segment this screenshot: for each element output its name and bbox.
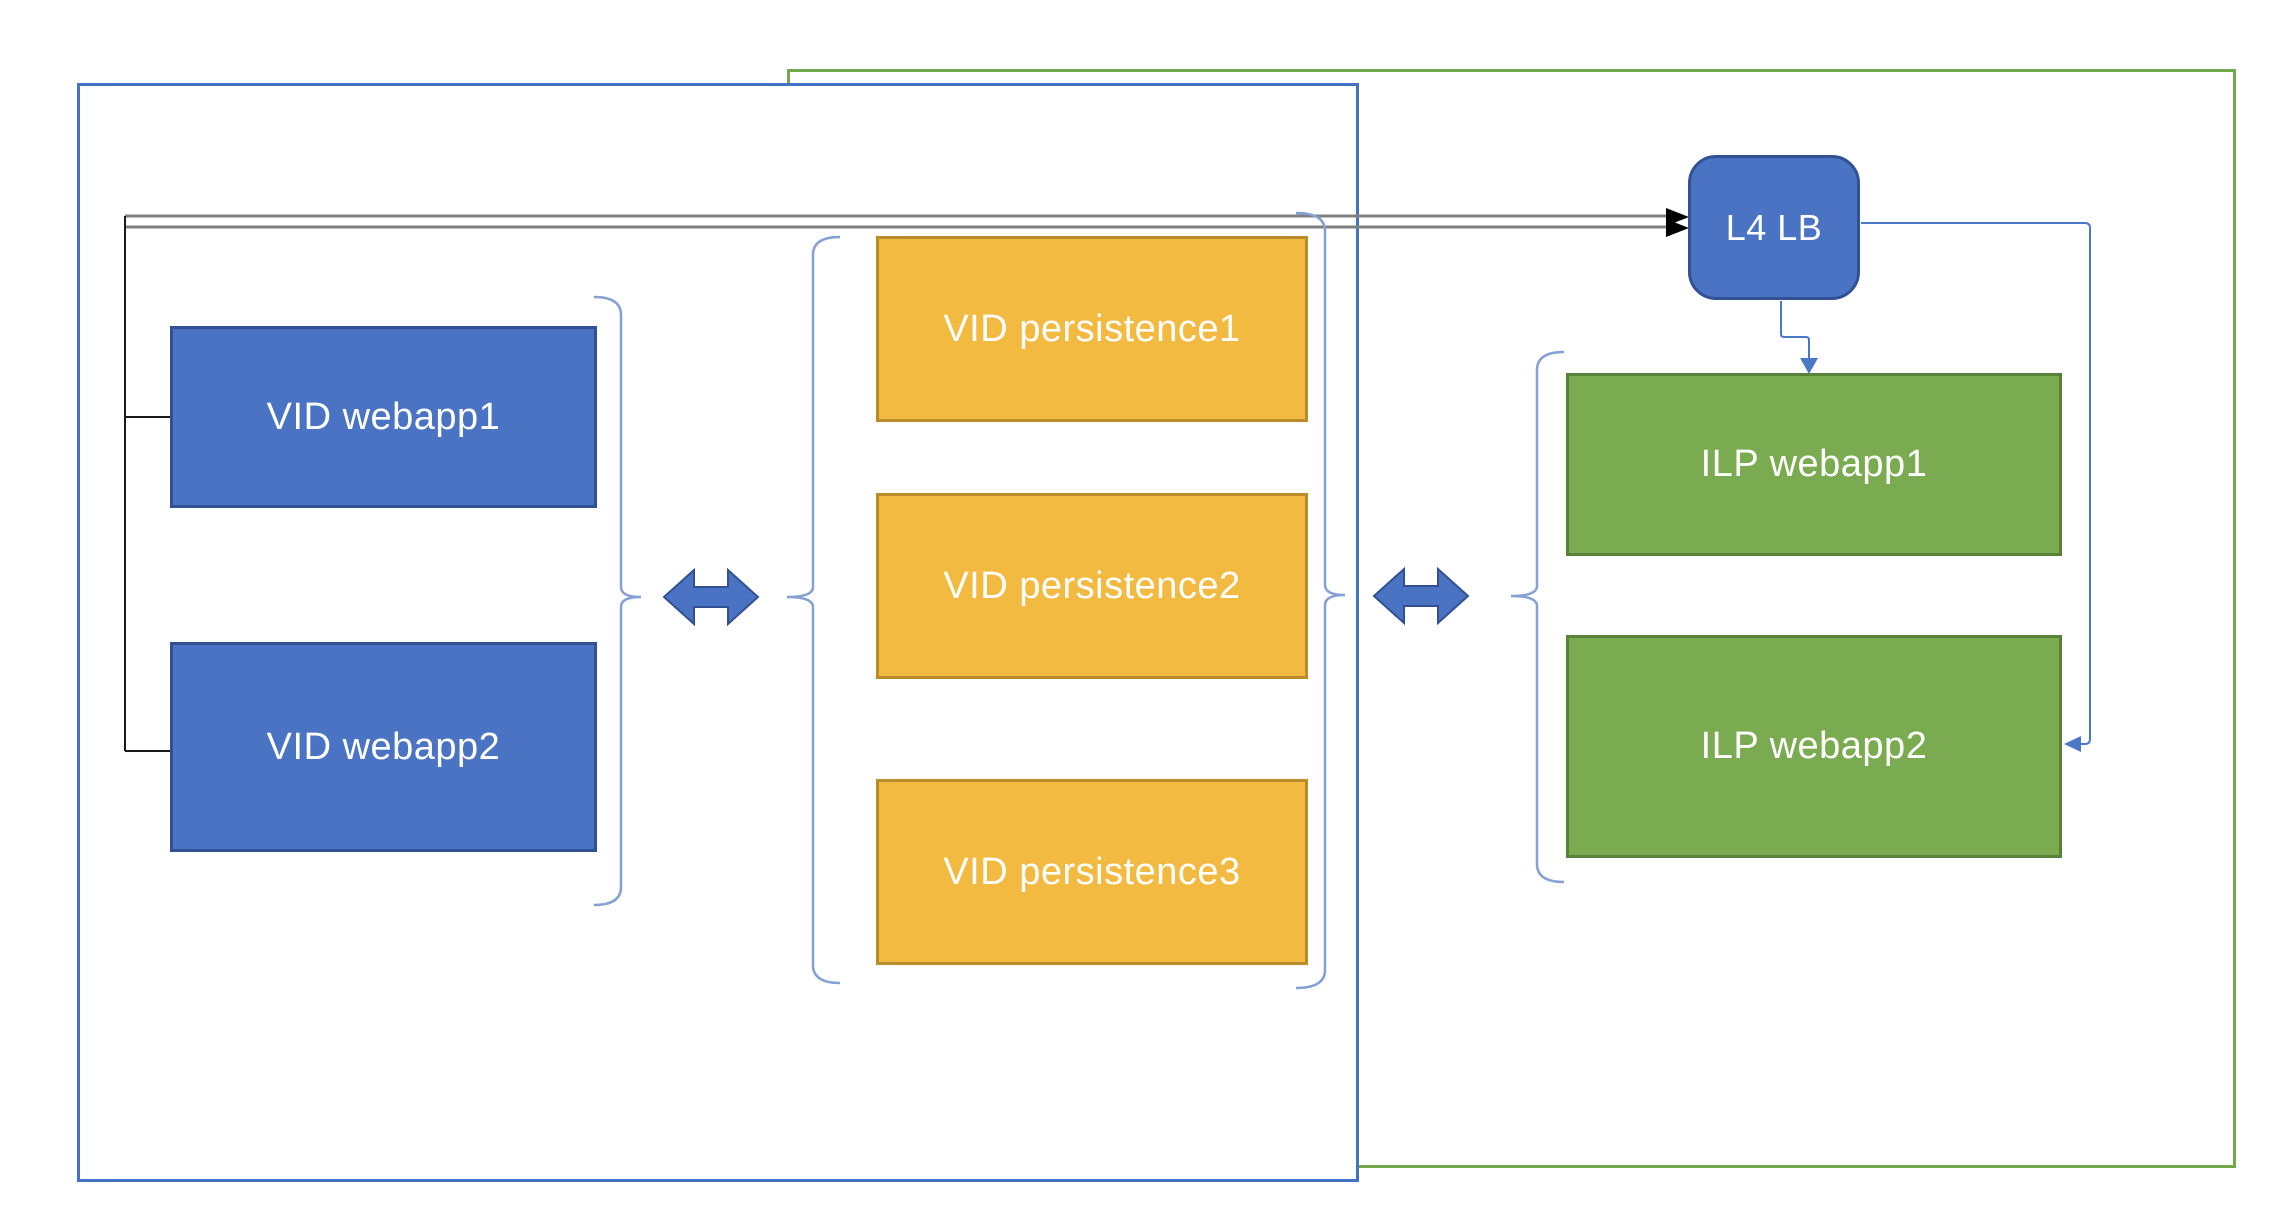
node-label: VID persistence1	[943, 307, 1241, 350]
node-label: VID persistence3	[943, 850, 1241, 893]
node-label: ILP webapp2	[1700, 725, 1928, 767]
node-label: VID persistence2	[943, 564, 1241, 607]
node-vid-persistence2: VID persistence2	[876, 493, 1308, 679]
node-label: L4 LB	[1725, 206, 1823, 248]
lb-to-ilp2-connector	[1861, 222, 2091, 745]
ilp-webapps-brace	[1510, 350, 1565, 884]
node-ilp-webapp1: ILP webapp1	[1566, 373, 2062, 556]
node-vid-persistence3: VID persistence3	[876, 779, 1308, 965]
node-vid-webapp1: VID webapp1	[170, 326, 597, 508]
node-vid-persistence1: VID persistence1	[876, 236, 1308, 422]
arrow-left-icon	[2064, 736, 2081, 752]
node-l4-lb: L4 LB	[1688, 155, 1860, 300]
bidirectional-arrow-icon	[1372, 566, 1470, 626]
node-label: VID webapp1	[266, 395, 501, 438]
ingress-lower-arrowhead-icon	[1666, 219, 1689, 237]
bidirectional-arrow-icon	[662, 567, 760, 627]
arrow-down-icon	[1800, 358, 1818, 374]
vid-persistence-right-brace	[1295, 211, 1346, 990]
lb-to-ilp1-connector	[1780, 301, 1810, 359]
node-label: VID webapp2	[266, 725, 501, 768]
node-vid-webapp2: VID webapp2	[170, 642, 597, 852]
node-label: ILP webapp1	[1700, 443, 1928, 485]
vid-webapps-brace	[593, 295, 642, 907]
vid-persistence-left-brace	[786, 235, 841, 985]
node-ilp-webapp2: ILP webapp2	[1566, 635, 2062, 858]
